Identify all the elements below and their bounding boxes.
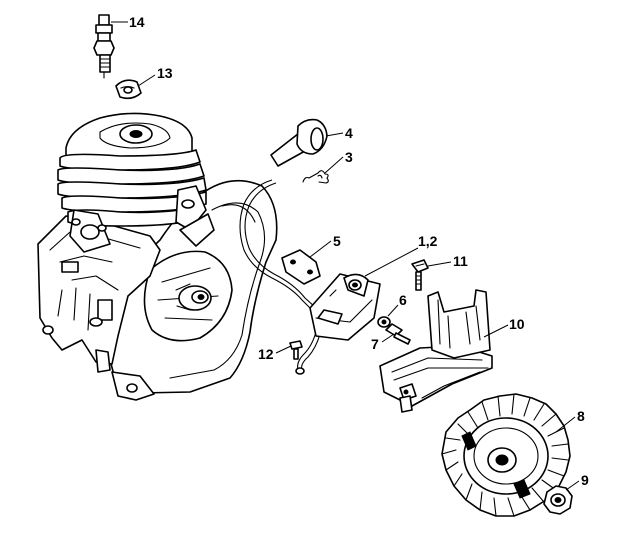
leader-9: [565, 480, 580, 491]
screw-icon: [289, 340, 303, 360]
callout-14: 14: [129, 14, 145, 30]
nut-icon: [543, 485, 573, 515]
callout-leaders: [111, 21, 580, 491]
callout-5: 5: [333, 233, 341, 249]
screw-icon: [385, 323, 411, 345]
ignition-module-icon: [309, 273, 381, 341]
cylinder-icon: [57, 112, 215, 253]
flywheel-icon: [441, 393, 571, 517]
leader-4: [325, 132, 344, 137]
ignition-lead-icon: [239, 179, 321, 375]
callout-11: 11: [453, 253, 468, 269]
leader-8: [555, 416, 576, 433]
leader-13: [137, 74, 156, 87]
callout-8: 8: [577, 408, 585, 424]
callout-4: 4: [345, 125, 353, 141]
callout-labels: 14 13 4 3 5 1,2 11 6 7 10 12 8 9: [129, 14, 589, 488]
washer-icon: [377, 316, 391, 328]
leader-1-2: [364, 247, 419, 277]
bracket-icon: [379, 289, 493, 413]
callout-1-2: 1,2: [418, 233, 438, 249]
leader-12: [275, 345, 292, 354]
leader-6: [387, 304, 399, 317]
callout-9: 9: [581, 472, 589, 488]
callout-13: 13: [157, 65, 173, 81]
callout-12: 12: [258, 346, 274, 362]
leader-5: [309, 240, 332, 258]
leader-3: [324, 156, 344, 174]
callout-6: 6: [399, 292, 407, 308]
crankcase-icon: [37, 179, 278, 401]
spark-plug-boot-icon: [270, 118, 328, 167]
leader-11: [427, 261, 452, 267]
callout-10: 10: [509, 316, 525, 332]
leader-10: [483, 324, 509, 338]
spark-plug-icon: [93, 14, 115, 79]
bracket-icon: [281, 249, 321, 285]
callout-7: 7: [371, 336, 379, 352]
spring-clip-icon: [302, 170, 329, 184]
screw-icon: [411, 259, 429, 291]
callout-3: 3: [345, 149, 353, 165]
leader-7: [381, 333, 395, 343]
plug-boot-cap-icon: [115, 79, 142, 100]
